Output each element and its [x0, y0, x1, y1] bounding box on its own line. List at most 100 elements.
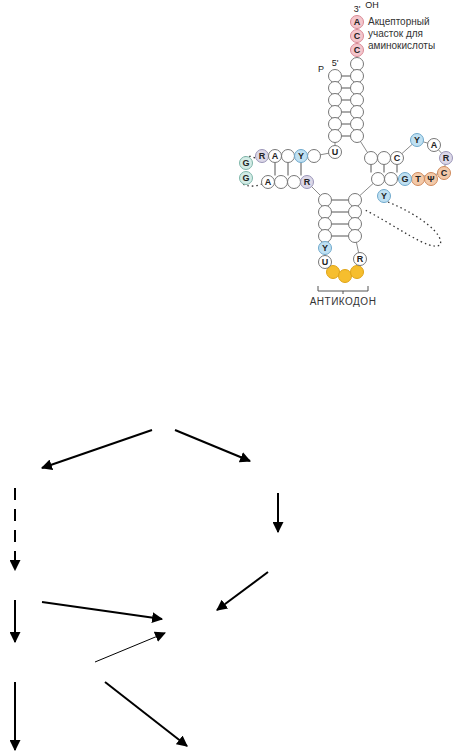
end-label: 5'	[332, 58, 339, 68]
nucleotide	[240, 172, 253, 185]
nucleotide	[269, 150, 282, 163]
base-letter: R	[300, 175, 314, 189]
nucleotide	[412, 173, 425, 186]
nucleotide	[438, 167, 451, 180]
annotation: Акцепторный участок для аминокислоты	[368, 16, 456, 52]
nucleotide	[329, 106, 342, 119]
end-label: P	[318, 64, 324, 74]
base-letter: R	[439, 151, 453, 165]
base-pair	[332, 236, 349, 237]
nucleotide	[301, 176, 314, 189]
nucleotide	[329, 118, 342, 131]
nucleotide	[354, 253, 367, 266]
nucleotide	[329, 146, 342, 159]
arrow	[95, 633, 165, 662]
nucleotide	[425, 173, 438, 186]
base-letter: U	[328, 145, 342, 159]
nucleotide	[351, 16, 364, 29]
nucleotide	[329, 82, 342, 95]
dashed-arrow	[14, 488, 16, 570]
base-letter: Y	[294, 149, 308, 163]
dotted-loop	[365, 202, 441, 246]
bracket	[318, 286, 368, 294]
anticodon-nucleotide	[351, 266, 364, 279]
base-letter: U	[318, 255, 332, 269]
base-letter: C	[350, 29, 364, 43]
base-letter: Y	[318, 241, 332, 255]
arrow	[175, 430, 250, 461]
base-pair	[397, 165, 398, 173]
nucleotide	[319, 206, 332, 219]
nucleotide	[319, 218, 332, 231]
nucleotide	[399, 173, 412, 186]
base-letter: G	[239, 171, 253, 185]
backbone	[262, 76, 335, 156]
nucleotide	[329, 130, 342, 143]
arrow	[42, 430, 152, 468]
base-pair	[342, 112, 351, 113]
base-letter: Y	[410, 133, 424, 147]
nucleotide	[319, 256, 332, 269]
base-letter: T	[411, 172, 425, 186]
nucleotide	[378, 190, 391, 203]
nucleotide	[349, 194, 362, 207]
nucleotide	[351, 94, 364, 107]
anticodon-nucleotide	[339, 270, 352, 283]
base-pair	[342, 124, 351, 125]
nucleotide	[349, 230, 362, 243]
nucleotide	[351, 82, 364, 95]
nucleotide	[351, 106, 364, 119]
base-pair	[332, 224, 349, 225]
base-letter: A	[427, 138, 441, 152]
nucleotide	[378, 152, 391, 165]
base-pair	[332, 200, 349, 201]
base-letter: C	[437, 166, 451, 180]
arrow	[277, 493, 279, 532]
base-pair	[301, 163, 302, 176]
base-letter: A	[268, 149, 282, 163]
base-letter: Ψ	[424, 172, 438, 186]
base-letter: Y	[377, 189, 391, 203]
nucleotide	[428, 139, 441, 152]
nucleotide	[329, 94, 342, 107]
anticodon-label: АНТИКОДОН	[310, 296, 377, 307]
nucleotide	[351, 70, 364, 83]
nucleotide	[349, 218, 362, 231]
end-label: OH	[365, 0, 379, 10]
trna-strokes	[240, 16, 453, 295]
base-letter: A	[261, 175, 275, 189]
nucleotide	[411, 134, 424, 147]
nucleotide	[262, 176, 275, 189]
base-letter: C	[390, 151, 404, 165]
base-pair	[384, 165, 385, 173]
base-letter: G	[398, 172, 412, 186]
nucleotide	[365, 152, 378, 165]
base-pair	[342, 100, 351, 101]
base-pair	[342, 76, 351, 77]
base-pair	[342, 136, 351, 137]
nucleotide	[351, 44, 364, 57]
nucleotide	[308, 150, 321, 163]
nucleotide	[319, 230, 332, 243]
base-pair	[371, 165, 372, 173]
nucleotide	[288, 176, 301, 189]
nucleotide	[391, 152, 404, 165]
nucleotide	[275, 176, 288, 189]
nucleotide	[295, 150, 308, 163]
base-letter: G	[239, 156, 253, 170]
base-letter: R	[353, 252, 367, 266]
nucleotide	[351, 58, 364, 71]
nucleotide	[240, 157, 253, 170]
nucleotide	[351, 118, 364, 131]
nucleotide	[351, 130, 364, 143]
base-letter: R	[255, 149, 269, 163]
nucleotide	[440, 152, 453, 165]
end-label: 3'	[354, 4, 361, 14]
arrow	[105, 682, 187, 746]
nucleotide	[319, 242, 332, 255]
arrow	[14, 682, 16, 750]
base-pair	[342, 88, 351, 89]
base-pair	[332, 212, 349, 213]
base-letter: C	[350, 43, 364, 57]
